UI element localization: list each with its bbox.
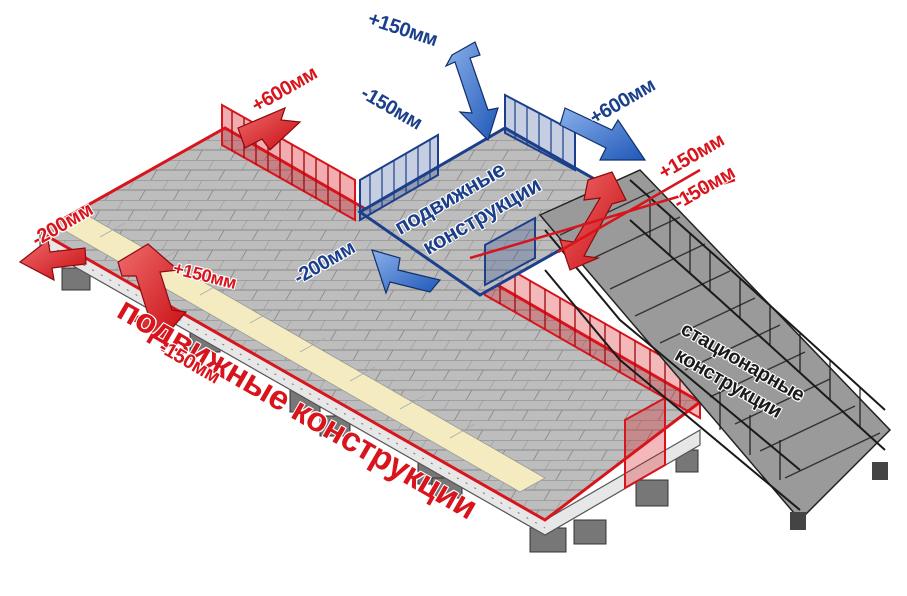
tactile-strip	[59, 213, 546, 493]
red-left-arrow-icon	[18, 238, 87, 282]
red-railing-right	[484, 253, 701, 490]
support-feet	[61, 267, 699, 553]
blue-left-arrow-icon	[371, 249, 442, 295]
red-vertical-left-arrow-icon	[117, 243, 188, 341]
stair-feet	[790, 462, 888, 530]
red-top-arrow-icon	[237, 106, 302, 151]
blue-vertical-arrow-icon	[444, 41, 499, 142]
blue-right-arrow-icon	[559, 107, 647, 161]
